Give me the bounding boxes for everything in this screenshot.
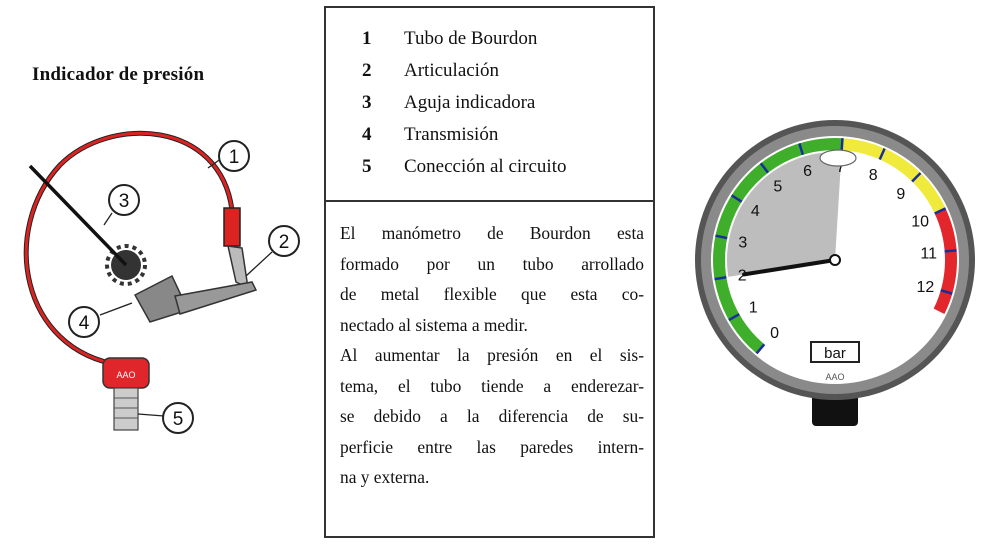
parts-legend: 1 Tubo de Bourdon 2 Articulación 3 Aguja… [326, 8, 653, 202]
gauge-scale-label: 9 [896, 186, 905, 203]
tube-end [223, 207, 241, 247]
callout-1: 1 [218, 140, 250, 172]
gauge-tick [840, 138, 844, 151]
unit-box [810, 341, 860, 363]
description-text: El manómetro de Bourdon esta formado por… [340, 218, 644, 493]
brand-label: AAO [825, 372, 844, 382]
gauge-tick [944, 249, 957, 253]
connector-label: AAO [116, 370, 135, 380]
callout-2: 2 [268, 225, 300, 257]
needle-hub [829, 254, 841, 266]
gauge-scale-label: 5 [773, 178, 782, 195]
unit-label: bar [824, 345, 846, 362]
gauge-scale-label: 4 [751, 203, 760, 220]
gauge-scale-label: 6 [803, 163, 812, 180]
diagram-title: Indicador de presión [32, 64, 205, 85]
legend-number: 5 [362, 156, 372, 177]
description-line: na y externa. [340, 467, 430, 487]
legend-label: Conección al circuito [404, 156, 567, 177]
gauge-scale-label: 1 [749, 299, 758, 316]
gauge-scale-label: 8 [869, 167, 878, 184]
gauge-tick [730, 194, 743, 203]
articulation-link [227, 245, 249, 290]
info-box: 1 Tubo de Bourdon 2 Articulación 3 Aguja… [324, 6, 655, 538]
indicator-needle [28, 164, 128, 267]
gauge-scale-label: 11 [920, 246, 937, 263]
gauge-tick [798, 142, 805, 156]
legend-item: 2 Articulación [326, 60, 653, 92]
legend-label: Articulación [404, 60, 499, 81]
gauge-tick [934, 207, 947, 215]
description-line: de metal flexible que esta co- [340, 284, 644, 304]
callout-3: 3 [108, 184, 140, 216]
bourdon-tube-mechanism: AAO 1 2 3 4 5 [23, 130, 300, 434]
gauge-scale-label: 10 [911, 213, 929, 230]
gauge-tick [759, 162, 770, 174]
legend-label: Tubo de Bourdon [404, 28, 538, 49]
description-line: nectado al sistema a medir. [340, 314, 528, 335]
legend-number: 3 [362, 92, 372, 113]
zone-yellow [841, 138, 946, 214]
gauge-scale-label: 12 [916, 279, 934, 296]
legend-item: 5 Conección al circuito [326, 156, 653, 188]
gauge-needle [742, 258, 837, 277]
gauge-tick [715, 234, 728, 240]
transmission-lever [174, 281, 258, 315]
description-line: formado por un tubo arrollado [340, 253, 644, 274]
legend-item: 4 Transmisión [326, 124, 653, 156]
svg-text:3: 3 [119, 191, 130, 212]
svg-text:2: 2 [279, 232, 290, 253]
gauge-tick [728, 313, 740, 322]
connector-thread [113, 387, 139, 431]
legend-number: 2 [362, 60, 372, 81]
svg-text:1: 1 [229, 147, 240, 168]
gauge-scale-label: 3 [738, 234, 747, 251]
gauge-scale-label: 2 [738, 268, 747, 285]
gauge-tick [940, 289, 953, 295]
legend-item: 3 Aguja indicadora [326, 92, 653, 124]
description-line: El manómetro de Bourdon esta [340, 223, 644, 243]
description-line: perficie entre las paredes intern- [340, 436, 644, 457]
gauge-window [819, 149, 857, 167]
legend-label: Aguja indicadora [404, 92, 536, 113]
description-line: Al aumentar la presión en el sis- [340, 345, 644, 365]
gauge-tick [755, 343, 766, 355]
gauge-tick [911, 172, 922, 183]
description-line: tema, el tubo tiende a enderezar- [340, 375, 644, 396]
zone-red [933, 208, 957, 314]
gauge-scale-label: 7 [836, 159, 845, 176]
legend-item: 1 Tubo de Bourdon [326, 28, 653, 60]
svg-text:5: 5 [173, 409, 184, 430]
pressure-sweep [727, 152, 842, 277]
legend-number: 1 [362, 28, 372, 49]
callout-4: 4 [68, 306, 100, 338]
svg-text:4: 4 [79, 313, 90, 334]
callout-5: 5 [162, 402, 194, 434]
description-line: se debido a la diferencia de su- [340, 406, 644, 426]
legend-number: 4 [362, 124, 372, 145]
gauge-tick [714, 275, 727, 281]
legend-label: Transmisión [404, 124, 499, 145]
gauge-scale-label: 0 [770, 325, 779, 342]
gauge-tick [878, 148, 886, 161]
